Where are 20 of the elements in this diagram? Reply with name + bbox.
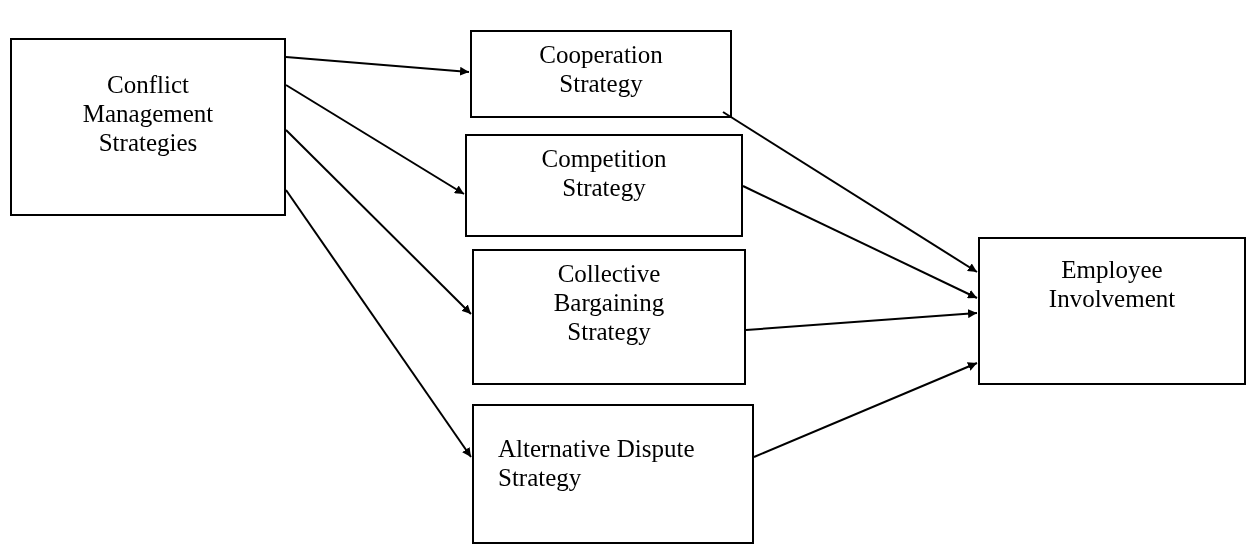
box-label: Alternative Dispute Strategy <box>498 434 696 492</box>
strategy-box <box>470 30 732 118</box>
box-label: Employee Involvement <box>1047 255 1177 313</box>
arrow <box>753 362 978 458</box>
arrow <box>285 189 472 458</box>
arrow <box>285 56 470 76</box>
strategy-box <box>472 404 754 544</box>
strategy-box <box>465 134 743 237</box>
box-label: Cooperation Strategy <box>538 40 664 98</box>
strategy-box <box>978 237 1246 385</box>
arrow <box>742 185 978 299</box>
strategy-box <box>10 38 286 216</box>
box-label: Collective Bargaining Strategy <box>552 259 666 346</box>
arrow <box>285 129 472 315</box>
strategy-box <box>472 249 746 385</box>
arrow <box>285 84 465 195</box>
box-label: Conflict Management Strategies <box>81 70 215 157</box>
arrow <box>722 111 978 273</box>
arrow <box>745 309 978 331</box>
box-label: Competition Strategy <box>540 144 668 202</box>
